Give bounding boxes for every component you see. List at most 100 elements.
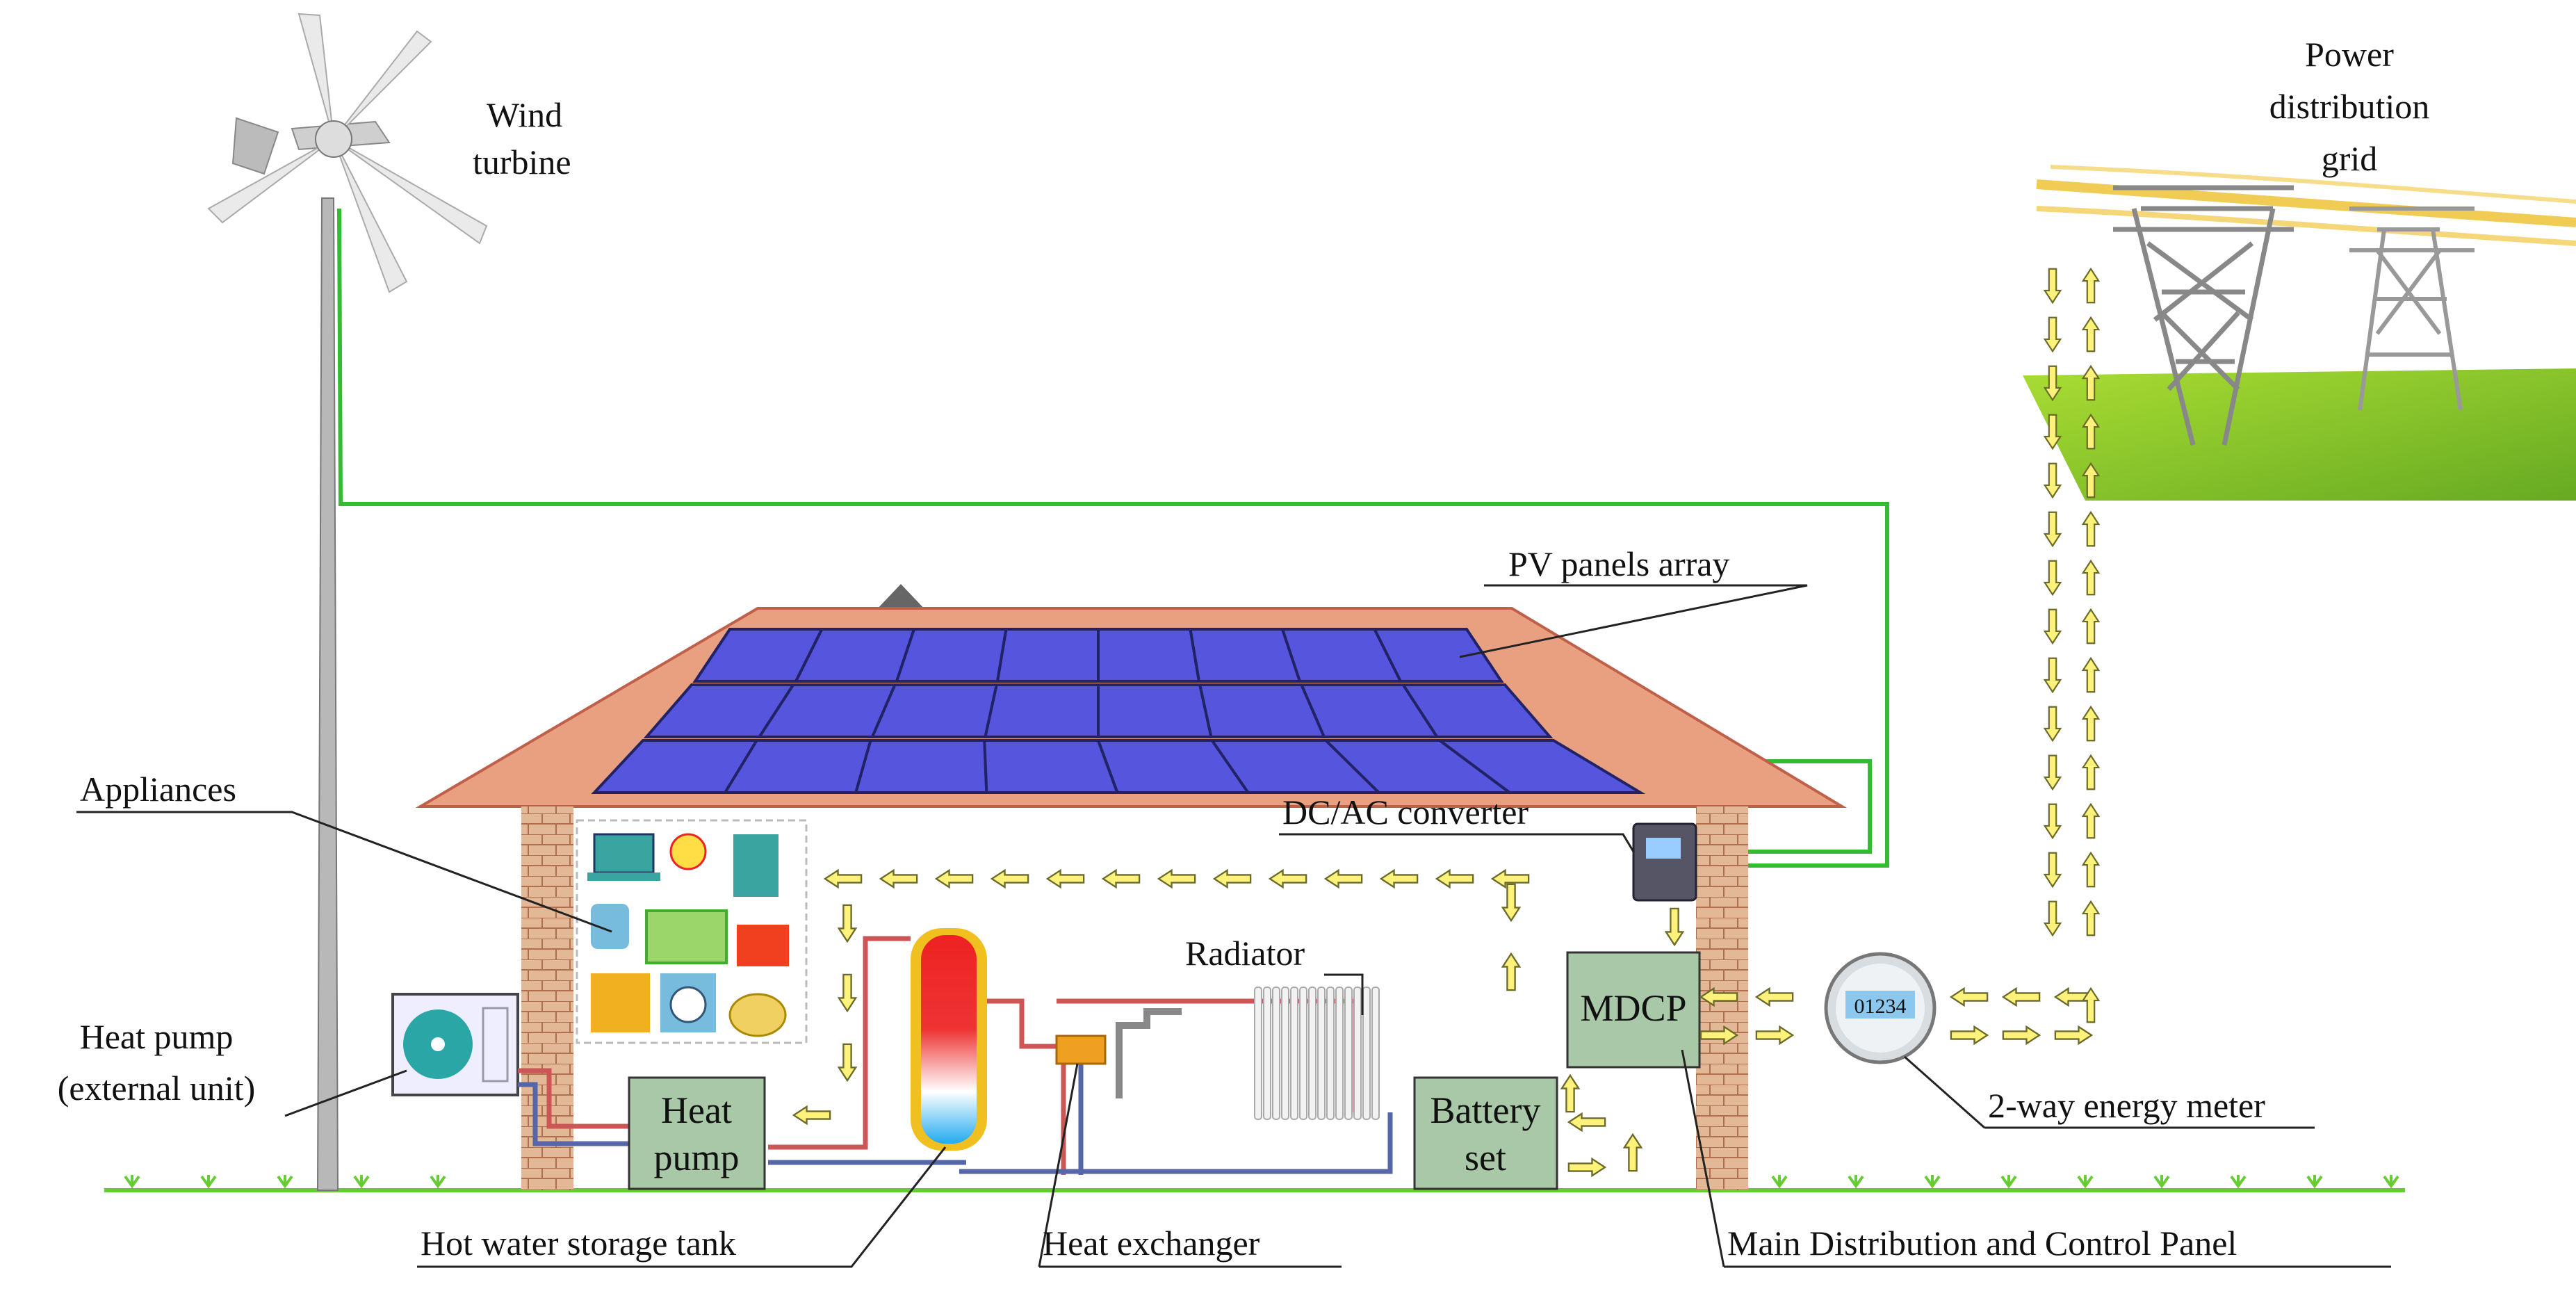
flow-arrow	[2044, 754, 2062, 790]
flow-arrow	[1501, 883, 1521, 922]
grass-tuft	[1771, 1175, 1788, 1189]
main-panel-label: Main Distribution and Control Panel	[1727, 1224, 2237, 1263]
radiator-fin	[1254, 987, 1262, 1120]
radiator-fin	[1263, 987, 1271, 1120]
flow-arrow	[1755, 987, 1794, 1007]
flow-arrow	[2044, 657, 2062, 693]
flow-arrow	[2054, 1025, 2093, 1045]
grass-tuft	[1848, 1175, 1864, 1189]
heat-pump-external-label-2: (external unit)	[58, 1069, 256, 1108]
pv-panel-cell	[870, 683, 999, 738]
heat-pump-box: Heat pump	[628, 1076, 766, 1190]
appliances-label: Appliances	[80, 770, 236, 809]
heat-pump-label-1: Heat	[661, 1089, 732, 1131]
flow-arrow	[2082, 852, 2100, 888]
flow-arrow	[1623, 1133, 1642, 1172]
flow-arrow	[2044, 462, 2062, 498]
flow-arrow	[1755, 1025, 1794, 1045]
leader-lines	[76, 584, 2391, 1268]
grass-tuft	[1924, 1175, 1941, 1189]
heat-pump-external-unit	[391, 993, 519, 1096]
energy-meter-label: 2-way energy meter	[1988, 1086, 2265, 1125]
flow-arrow	[824, 869, 863, 889]
radiator-fin	[1308, 987, 1316, 1120]
flow-arrow	[1950, 1025, 1989, 1045]
radiator-fin	[1281, 987, 1289, 1120]
flow-arrow	[991, 869, 1029, 889]
radiator-fin	[1362, 987, 1371, 1120]
flow-arrow	[1157, 869, 1196, 889]
battery-label-1: Battery	[1430, 1089, 1541, 1131]
flow-arrow	[2082, 560, 2100, 596]
flow-arrow	[2082, 706, 2100, 742]
grid-label-2: distribution	[2269, 87, 2430, 126]
faucet	[1116, 1008, 1182, 1098]
flow-arrow	[2082, 608, 2100, 644]
flow-arrow	[838, 1043, 857, 1082]
grass-tuft	[2000, 1175, 2017, 1189]
power-grid-towers	[2023, 165, 2576, 501]
grass-tuft	[124, 1175, 140, 1189]
flow-arrow	[2044, 560, 2062, 596]
flow-arrow	[2082, 268, 2100, 304]
pv-panel-cell	[983, 739, 1120, 794]
flow-arrow	[2082, 657, 2100, 693]
flow-arrow	[1665, 907, 1684, 946]
pv-panels-label: PV panels array	[1508, 544, 1729, 583]
flow-arrow	[879, 869, 918, 889]
heat-pump-external-label-1: Heat pump	[80, 1017, 234, 1056]
grass-tufts	[124, 1175, 2399, 1189]
radiator-fin	[1317, 987, 1326, 1120]
flow-arrow	[2082, 900, 2100, 936]
flow-arrow	[1560, 1074, 1580, 1113]
pv-panel-cell	[1097, 683, 1213, 738]
pv-panel-cell	[995, 628, 1100, 683]
pv-panel-cell	[984, 683, 1100, 738]
flow-arrow	[1950, 987, 1989, 1007]
radiator-fin	[1335, 987, 1344, 1120]
flow-arrow	[2082, 803, 2100, 839]
pv-panel-cell	[1435, 739, 1646, 794]
flow-arrow	[2044, 803, 2062, 839]
dc-ac-converter-label: DC/AC converter	[1282, 793, 1529, 831]
pv-panel-cell	[1372, 628, 1504, 683]
flow-arrow	[2044, 852, 2062, 888]
flow-arrow	[1269, 869, 1307, 889]
pv-panels-array	[591, 628, 1646, 794]
battery-set-box: Battery set	[1413, 1076, 1558, 1190]
flow-arrow	[2044, 900, 2062, 936]
radiator-fin	[1344, 987, 1353, 1120]
flow-arrow	[2082, 316, 2100, 352]
battery-label-2: set	[1465, 1137, 1506, 1178]
grass-tuft	[2230, 1175, 2247, 1189]
pv-panel-cell	[854, 739, 988, 794]
grass-tuft	[353, 1175, 370, 1189]
flow-arrow	[2002, 987, 2041, 1007]
heat-exchanger	[1055, 1035, 1107, 1065]
energy-meter: 01234	[1824, 952, 1937, 1064]
flow-arrow	[2044, 268, 2062, 304]
flow-arrow	[1567, 1112, 1606, 1132]
hot-water-storage-tank	[911, 928, 987, 1151]
grass-tuft	[2077, 1175, 2094, 1189]
flow-arrow	[838, 904, 857, 943]
pv-panel-cell	[1401, 683, 1554, 738]
pv-panel-cell	[1097, 628, 1201, 683]
flow-arrow	[1324, 869, 1363, 889]
appliances-panel	[576, 819, 808, 1044]
pv-panel-cell	[895, 628, 1008, 683]
meter-display: 01234	[1854, 995, 1907, 1018]
wind-turbine-label-1: Wind	[487, 95, 562, 134]
flow-arrow	[1213, 869, 1252, 889]
flow-arrow	[1380, 869, 1419, 889]
grass-tuft	[200, 1175, 217, 1189]
grass-tuft	[2383, 1175, 2399, 1189]
flow-arrow	[1102, 869, 1141, 889]
heat-exchanger-label: Heat exchanger	[1043, 1224, 1260, 1263]
radiator-fin	[1290, 987, 1298, 1120]
grass-tuft	[2153, 1175, 2170, 1189]
wind-turbine-label-2: turbine	[473, 143, 571, 181]
pv-panel-cell	[1189, 628, 1302, 683]
